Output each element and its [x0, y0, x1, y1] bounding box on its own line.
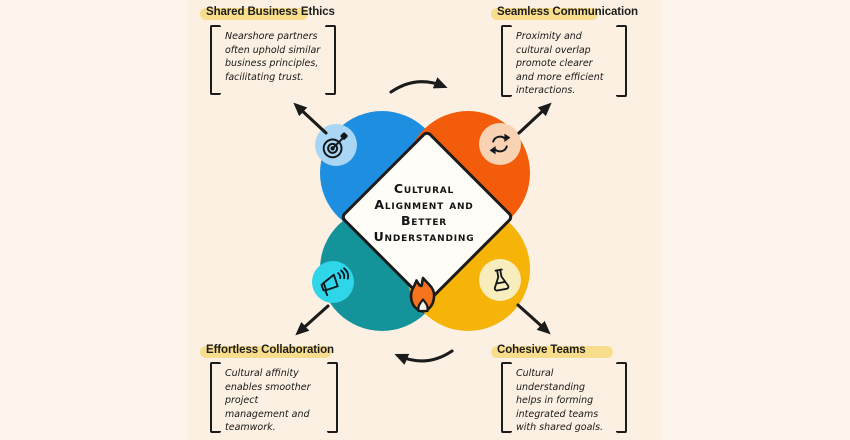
curved-arrow-bottom	[394, 349, 454, 365]
right-margin-panel	[662, 0, 850, 440]
megaphone-icon	[320, 267, 350, 297]
recycle-icon	[489, 133, 511, 155]
target-dart-icon	[322, 132, 348, 159]
badge-top-right	[479, 123, 521, 165]
description-text: Cultural affinity enables smoother proje…	[225, 368, 311, 433]
heading-highlight	[200, 346, 331, 358]
badge-top-left	[315, 124, 357, 166]
description-text: Cultural understanding helps in forming …	[516, 368, 604, 433]
arrow-to-top-right	[517, 102, 552, 135]
description-top-right: Proximity and cultural overlap promote c…	[501, 25, 627, 97]
center-title: Cultural Alignment and Better Understand…	[342, 181, 506, 245]
description-top-left: Nearshore partners often uphold similar …	[210, 25, 336, 95]
badge-bottom-right	[479, 259, 521, 301]
heading-cohesive-teams: Cohesive Teams	[491, 344, 614, 358]
center-title-line: Understanding	[373, 229, 475, 244]
center-title-line: Cultural	[393, 181, 455, 196]
heading-effortless-collaboration: Effortless Collaboration	[200, 344, 334, 358]
heading-highlight	[200, 8, 309, 20]
heading-shared-business-ethics: Shared Business Ethics	[200, 6, 335, 20]
description-text: Nearshore partners often uphold similar …	[225, 31, 321, 83]
badge-bottom-left	[312, 261, 354, 303]
flame-icon	[401, 274, 445, 327]
arrow-to-bottom-right	[516, 303, 551, 335]
description-bottom-left: Cultural affinity enables smoother proje…	[210, 362, 338, 433]
center-title-line: Alignment and	[374, 197, 474, 212]
description-text: Proximity and cultural overlap promote c…	[516, 31, 604, 96]
heading-highlight	[491, 8, 599, 20]
description-bottom-right: Cultural understanding helps in forming …	[501, 362, 627, 433]
center-title-line: Better	[400, 213, 448, 228]
curved-arrow-top	[389, 77, 448, 94]
left-margin-panel	[0, 0, 188, 440]
flask-icon	[493, 268, 510, 292]
heading-highlight	[491, 346, 614, 358]
arrow-to-bottom-left	[295, 304, 330, 336]
heading-seamless-communication: Seamless Communication	[491, 6, 638, 20]
